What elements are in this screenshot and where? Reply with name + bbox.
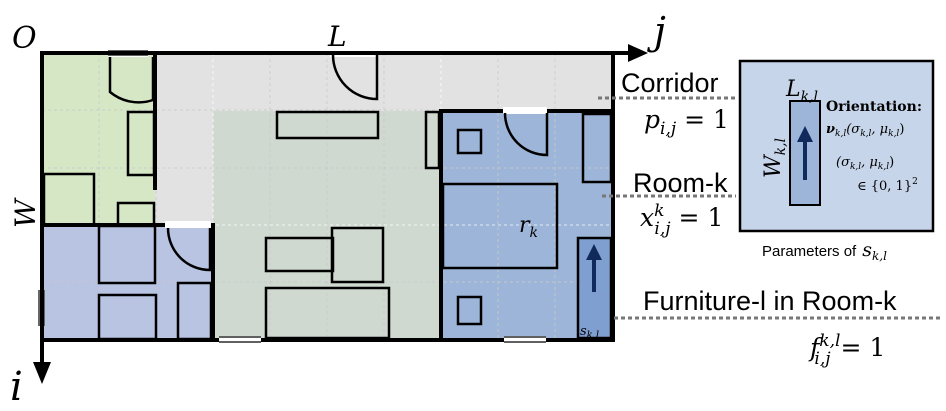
params-arrowhead — [797, 126, 813, 142]
door-bottom-left — [166, 227, 212, 272]
legend-corridor-label: Corridor — [621, 68, 719, 98]
room-label: rk — [519, 213, 538, 241]
door-top-left — [108, 57, 154, 104]
furniture-corridor-table — [275, 110, 380, 140]
doors — [108, 54, 549, 272]
legend-corridor-eq: pi,j= 1 — [644, 105, 729, 139]
legend-furniture-label: Furniture-l in Room-k — [643, 286, 897, 316]
legend-room-label: Room-k — [633, 168, 728, 198]
furniture-pieces — [42, 110, 613, 341]
params-orientation-expr: νk,l(σk,l, μk,l) — [826, 122, 904, 139]
params-length-label: Lk,l — [785, 77, 818, 105]
j-axis-arrowhead — [628, 44, 648, 62]
furniture-selected-arrowhead — [586, 244, 602, 260]
params-box — [738, 59, 935, 233]
legend-leaders — [598, 96, 940, 320]
length-label: L — [327, 20, 347, 53]
params-orientation-title: Orientation: — [826, 99, 922, 115]
door-right-room — [503, 112, 549, 157]
origin-label: O — [12, 21, 37, 56]
i-axis-arrowhead — [33, 362, 51, 384]
furniture-center-chair — [330, 226, 385, 284]
params-width-label: Wk,l — [761, 138, 789, 178]
furniture-label: sk,l — [580, 324, 599, 341]
params-pair: (σk,l, μk,l) — [836, 155, 894, 172]
j-axis-label: j — [647, 9, 666, 53]
i-axis-label: i — [10, 364, 23, 410]
params-domain: ∈ {0, 1}2 — [857, 177, 918, 194]
door-corridor — [331, 54, 379, 101]
furniture-right-small-bottom — [456, 295, 483, 326]
width-label: W — [9, 197, 42, 228]
furniture-right-small-top — [456, 128, 483, 155]
